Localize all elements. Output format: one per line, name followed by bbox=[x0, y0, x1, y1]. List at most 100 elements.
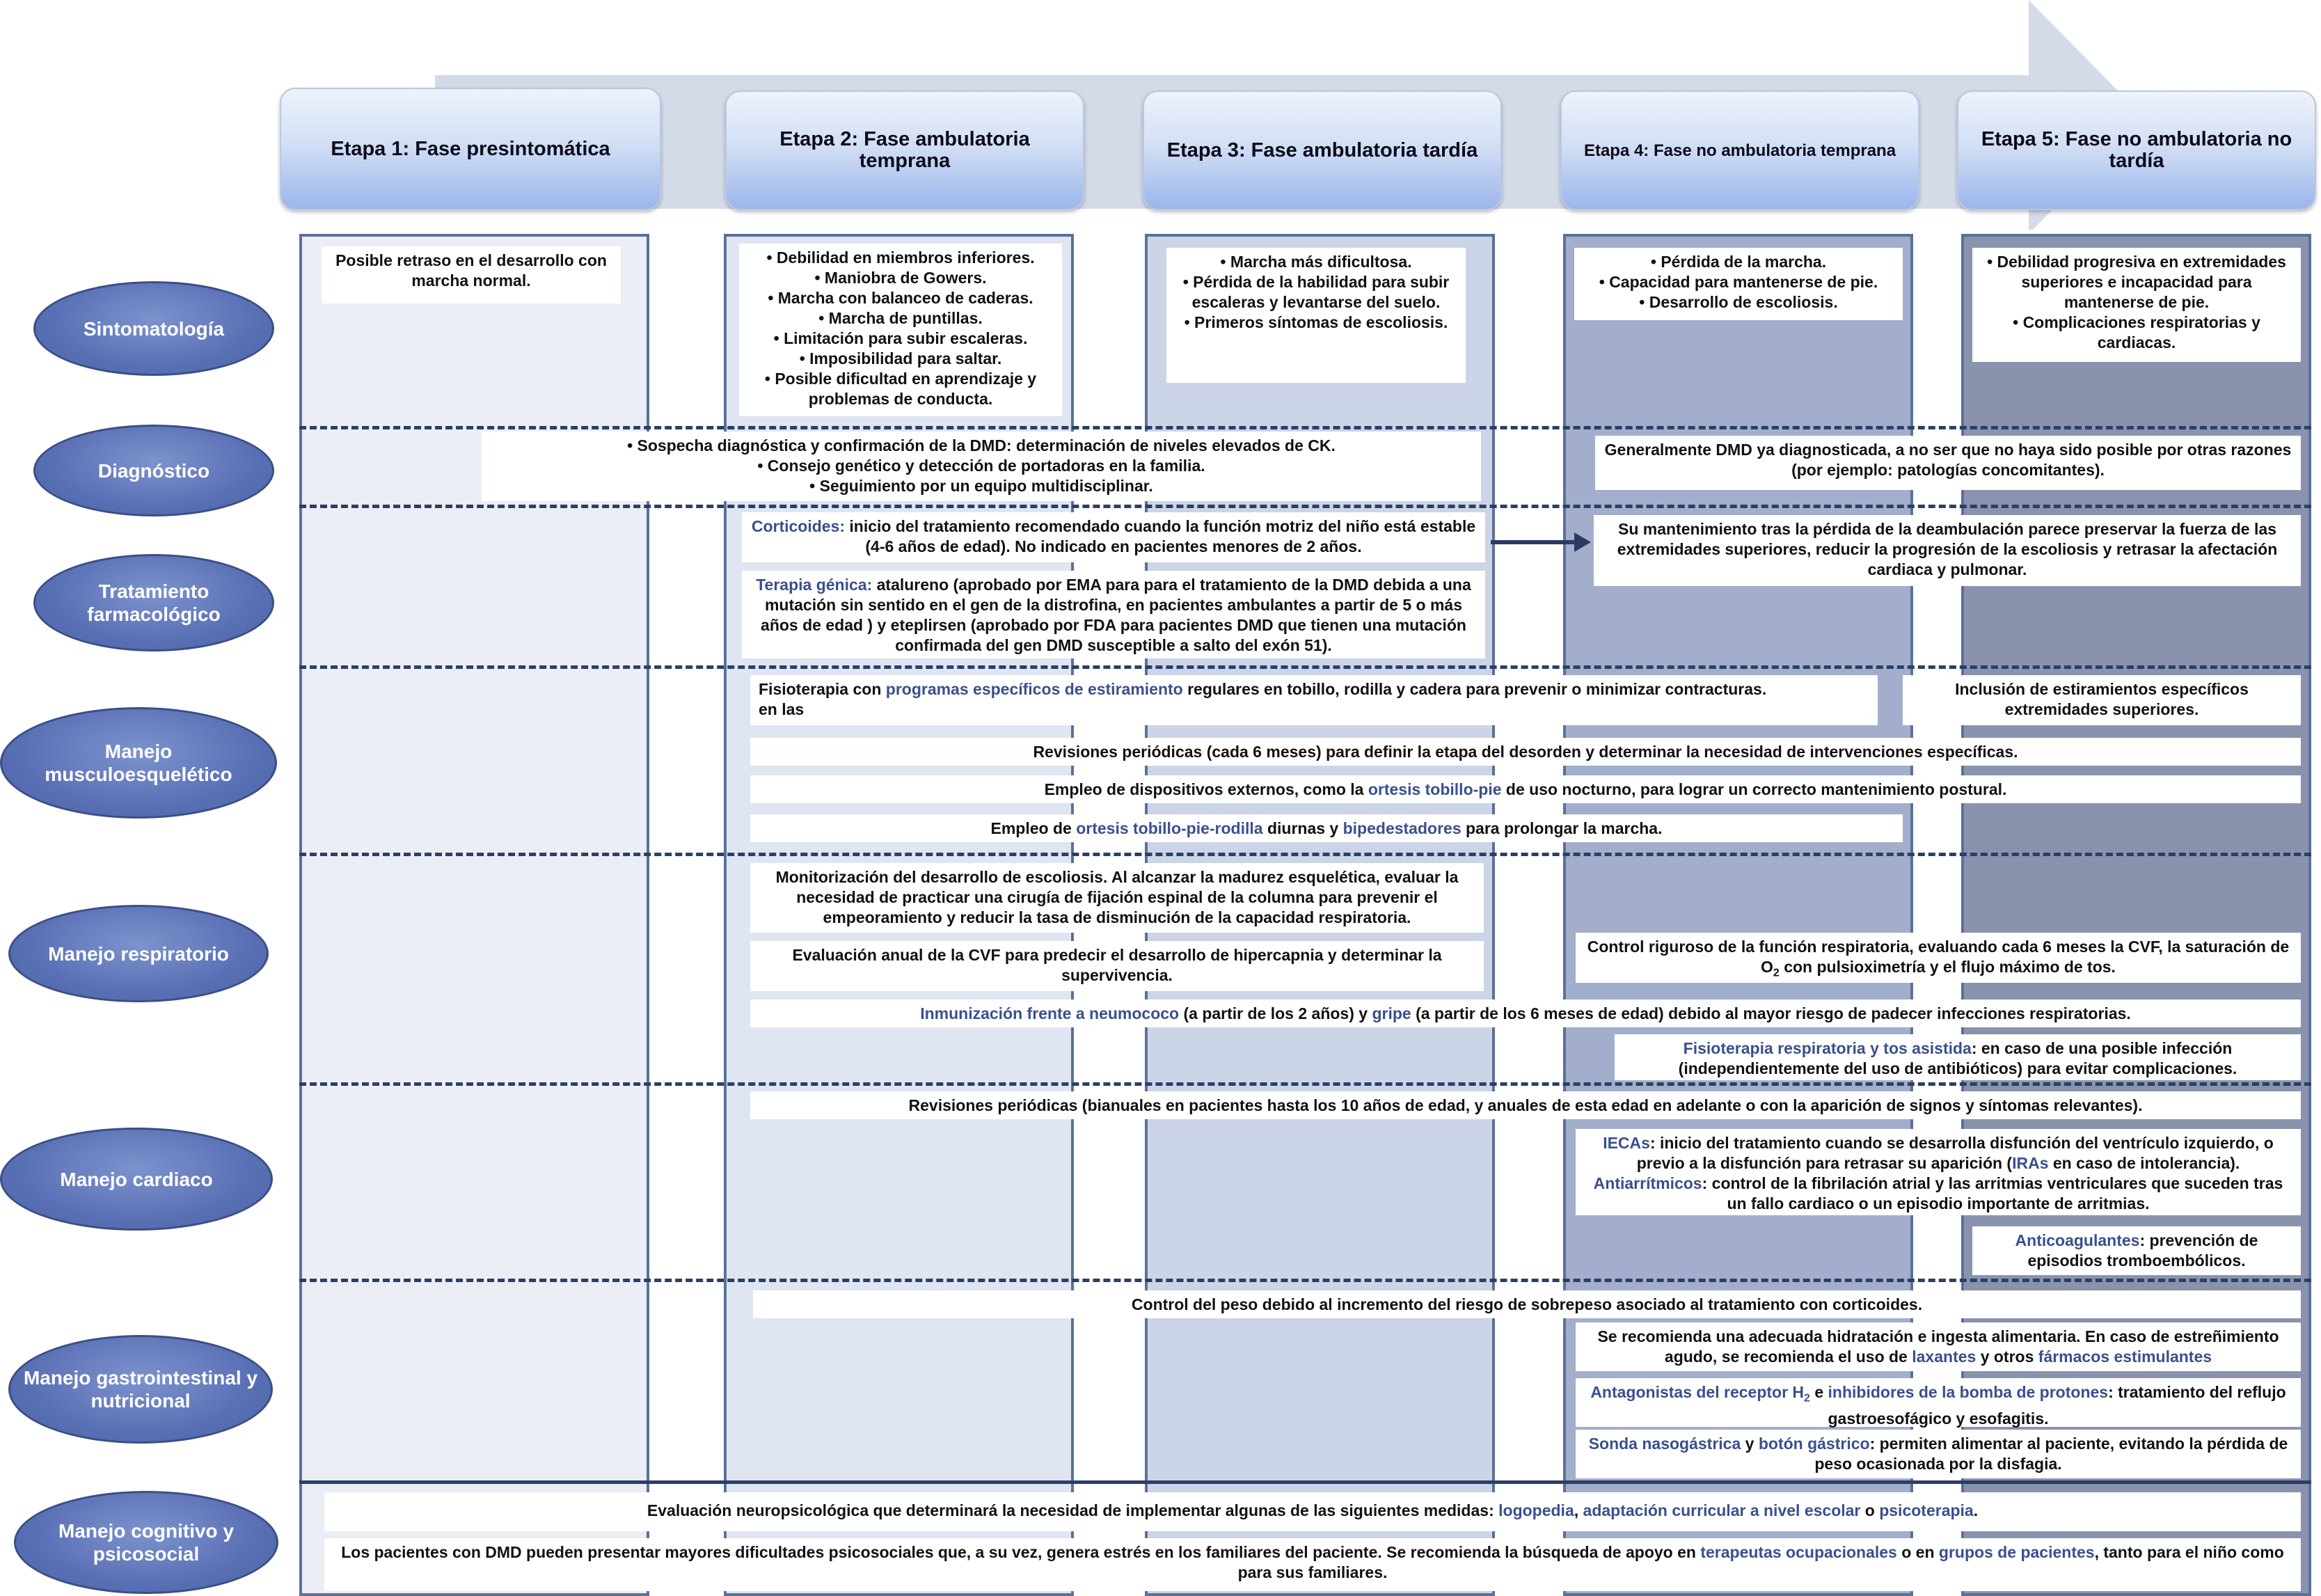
ortesis-text: diurnas y bbox=[1262, 819, 1343, 837]
row-title: Tratamiento farmacológico bbox=[87, 580, 221, 625]
diagnosis-box-early: • Sospecha diagnóstica y confirmación de… bbox=[482, 432, 1481, 501]
row-title: Manejo respiratorio bbox=[48, 942, 229, 965]
row-label-respiratorio: Manejo respiratorio bbox=[8, 905, 269, 1002]
symptom-item: • Capacidad para mantenerse de pie. bbox=[1599, 273, 1878, 291]
symptoms-stage-3: • Marcha más dificultosa. • Pérdida de l… bbox=[1166, 248, 1466, 383]
dispositivos-text: de uso nocturno, para lograr un correcto… bbox=[1501, 780, 2007, 798]
psicosocial-term: grupos de pacientes bbox=[1938, 1543, 2095, 1561]
stage-1-header: Etapa 1: Fase presintomática bbox=[280, 88, 661, 210]
psicosocial-term: terapeutas ocupacionales bbox=[1700, 1543, 1897, 1561]
fisio-text: en las bbox=[759, 700, 805, 718]
row-label-tratamiento: Tratamiento farmacológico bbox=[33, 554, 274, 651]
peso-text: Control del peso debido al incremento de… bbox=[1131, 1295, 1923, 1313]
row-title: Manejo cardiaco bbox=[60, 1168, 213, 1190]
terapia-text: (aprobado por FDA para pacientes DMD que… bbox=[895, 616, 1466, 654]
dispositivos-text: Empleo de dispositivos externos, como la bbox=[1044, 780, 1368, 798]
corticoides-term: Corticoides: bbox=[751, 517, 846, 535]
diagnosis-item: • Sospecha diagnóstica y confirmación de… bbox=[627, 436, 1336, 455]
symptoms-text: Posible retraso en el desarrollo con mar… bbox=[335, 251, 607, 290]
row-title: Manejo cognitivo y psicosocial bbox=[58, 1520, 235, 1565]
mantenimiento-text: Su mantenimiento tras la pérdida de la d… bbox=[1617, 520, 2278, 578]
symptom-item: • Debilidad progresiva en extremidades s… bbox=[1987, 253, 2286, 311]
dispositivos-term: ortesis tobillo-pie bbox=[1368, 780, 1502, 798]
stage-5-title: Etapa 5: Fase no ambulatoria no tardía bbox=[1981, 128, 2292, 172]
control-respiratorio-box: Control riguroso de la función respirato… bbox=[1576, 933, 2301, 983]
terapia-genica-box: Terapia génica: atalureno (aprobado por … bbox=[742, 571, 1485, 658]
stage-3-title: Etapa 3: Fase ambulatoria tardía bbox=[1166, 139, 1478, 161]
ira-term: IRAs bbox=[2012, 1154, 2049, 1172]
symptom-item: • Complicaciones respiratorias y cardiac… bbox=[2013, 313, 2260, 351]
evaluacion-text: Evaluación neuropsicológica que determin… bbox=[647, 1501, 1499, 1519]
hidratacion-box: Se recomienda una adecuada hidratación e… bbox=[1576, 1322, 2301, 1371]
sonda-term: Sonda nasogástrica bbox=[1588, 1435, 1741, 1453]
ieca-text: : inicio del tratamiento cuando se desar… bbox=[1636, 1134, 2274, 1172]
row-title: Diagnóstico bbox=[97, 459, 210, 482]
row-label-cognitivo: Manejo cognitivo y psicosocial bbox=[14, 1491, 278, 1594]
sonda-text: : permiten alimentar al paciente, evitan… bbox=[1814, 1435, 2288, 1473]
stage-3-header: Etapa 3: Fase ambulatoria tardía bbox=[1143, 90, 1502, 210]
ieca-box: IECAs: inicio del tratamiento cuando se … bbox=[1576, 1129, 2301, 1215]
sonda-box: Sonda nasogástrica y botón gástrico: per… bbox=[1576, 1430, 2301, 1478]
row-title: Sintomatología bbox=[83, 317, 225, 340]
mantenimiento-box: Su mantenimiento tras la pérdida de la d… bbox=[1594, 515, 2301, 586]
subscript: 2 bbox=[1773, 967, 1780, 979]
row-divider bbox=[299, 505, 2311, 508]
control-text: Control riguroso de la función respirato… bbox=[1587, 938, 2290, 976]
fisio-term: programas específicos de estiramiento bbox=[885, 680, 1183, 698]
subscript: 2 bbox=[1804, 1392, 1810, 1405]
ieca-text: en caso de intolerancia). bbox=[2048, 1154, 2240, 1172]
symptoms-stage-4: • Pérdida de la marcha. • Capacidad para… bbox=[1574, 248, 1903, 320]
row-label-diagnostico: Diagnóstico bbox=[33, 425, 274, 516]
symptom-item: • Maniobra de Gowers. bbox=[814, 269, 987, 287]
dispositivos-box: Empleo de dispositivos externos, como la… bbox=[750, 775, 2301, 803]
inmunizacion-term: Inmunización frente a neumococo bbox=[920, 1004, 1180, 1022]
hidratacion-text: y otros bbox=[1976, 1348, 2038, 1366]
row-title: Manejo gastrointestinal y nutricional bbox=[23, 1367, 258, 1412]
psicosocial-text: Los pacientes con DMD pueden presentar m… bbox=[341, 1543, 1701, 1561]
symptoms-stage-5: • Debilidad progresiva en extremidades s… bbox=[1972, 248, 2301, 362]
escoliosis-text: Monitorización del desarrollo de escolio… bbox=[775, 868, 1459, 926]
inclusion-box: Inclusión de estiramientos específicos e… bbox=[1903, 675, 2301, 725]
corticoides-box: Corticoides: inicio del tratamiento reco… bbox=[742, 512, 1485, 562]
ortesis-text: Empleo de bbox=[990, 819, 1077, 837]
symptoms-stage-2: • Debilidad en miembros inferiores. • Ma… bbox=[739, 244, 1062, 416]
terapia-term: Terapia génica: bbox=[756, 576, 873, 594]
inclusion-text: Inclusión de estiramientos específicos e… bbox=[1955, 680, 2249, 718]
revisiones-cardiaco-box: Revisiones periódicas (bianuales en paci… bbox=[750, 1091, 2301, 1119]
evaluacion-term: psicoterapia bbox=[1879, 1501, 1974, 1519]
psicosocial-box: Los pacientes con DMD pueden presentar m… bbox=[324, 1538, 2301, 1591]
psicosocial-text: , tanto para el niño como para sus famil… bbox=[1237, 1543, 2284, 1581]
row-label-musculoesqueletico: Manejo musculoesquelético bbox=[0, 707, 277, 819]
psicosocial-text: o en bbox=[1896, 1543, 1939, 1561]
ortesis-term: ortesis tobillo-pie-rodilla bbox=[1076, 819, 1263, 837]
cvf-text: Evaluación anual de la CVF para predecir… bbox=[792, 946, 1442, 984]
symptoms-stage-1: Posible retraso en el desarrollo con mar… bbox=[322, 246, 621, 303]
hidratacion-term: fármacos estimulantes bbox=[2038, 1348, 2212, 1366]
peso-box: Control del peso debido al incremento de… bbox=[753, 1290, 2301, 1318]
stage-4-header: Etapa 4: Fase no ambulatoria temprana bbox=[1560, 90, 1919, 210]
anticoag-term: Anticoagulantes bbox=[2015, 1231, 2140, 1249]
anti-term: Antiarrítmicos bbox=[1593, 1174, 1702, 1192]
row-divider bbox=[299, 1279, 2311, 1282]
escoliosis-box: Monitorización del desarrollo de escolio… bbox=[750, 863, 1484, 933]
anticoag-text: : prevención de episodios tromboembólico… bbox=[2027, 1231, 2258, 1270]
diagnosis-text: Generalmente DMD ya diagnosticada, a no … bbox=[1604, 441, 2292, 479]
stage-5-header: Etapa 5: Fase no ambulatoria no tardía bbox=[1957, 90, 2316, 210]
connector-arrow-line bbox=[1491, 540, 1577, 544]
fisio-resp-term: Fisioterapia respiratoria y tos asistida bbox=[1683, 1039, 1972, 1057]
row-label-gastro: Manejo gastrointestinal y nutricional bbox=[8, 1335, 273, 1444]
cvf-box: Evaluación anual de la CVF para predecir… bbox=[750, 941, 1484, 991]
sonda-term: botón gástrico bbox=[1758, 1435, 1870, 1453]
evaluacion-box: Evaluación neuropsicológica que determin… bbox=[324, 1492, 2301, 1531]
fisioterapia-respiratoria-box: Fisioterapia respiratoria y tos asistida… bbox=[1615, 1034, 2301, 1080]
symptom-item: • Primeros síntomas de escoliosis. bbox=[1184, 313, 1448, 331]
hidratacion-text: Se recomienda una adecuada hidratación e… bbox=[1597, 1327, 2279, 1366]
diagnosis-box-late: Generalmente DMD ya diagnosticada, a no … bbox=[1595, 436, 2301, 490]
antagonistas-term: inhibidores de la bomba de protones bbox=[1828, 1383, 2109, 1401]
stage-1-title: Etapa 1: Fase presintomática bbox=[331, 137, 610, 160]
evaluacion-text: . bbox=[1973, 1501, 1979, 1519]
evaluacion-term: adaptación curricular a nivel escolar bbox=[1583, 1501, 1861, 1519]
ieca-term: IECAs bbox=[1603, 1134, 1650, 1152]
sonda-text: y bbox=[1741, 1435, 1759, 1453]
inmunizacion-text: (a partir de los 2 años) y bbox=[1179, 1004, 1372, 1022]
